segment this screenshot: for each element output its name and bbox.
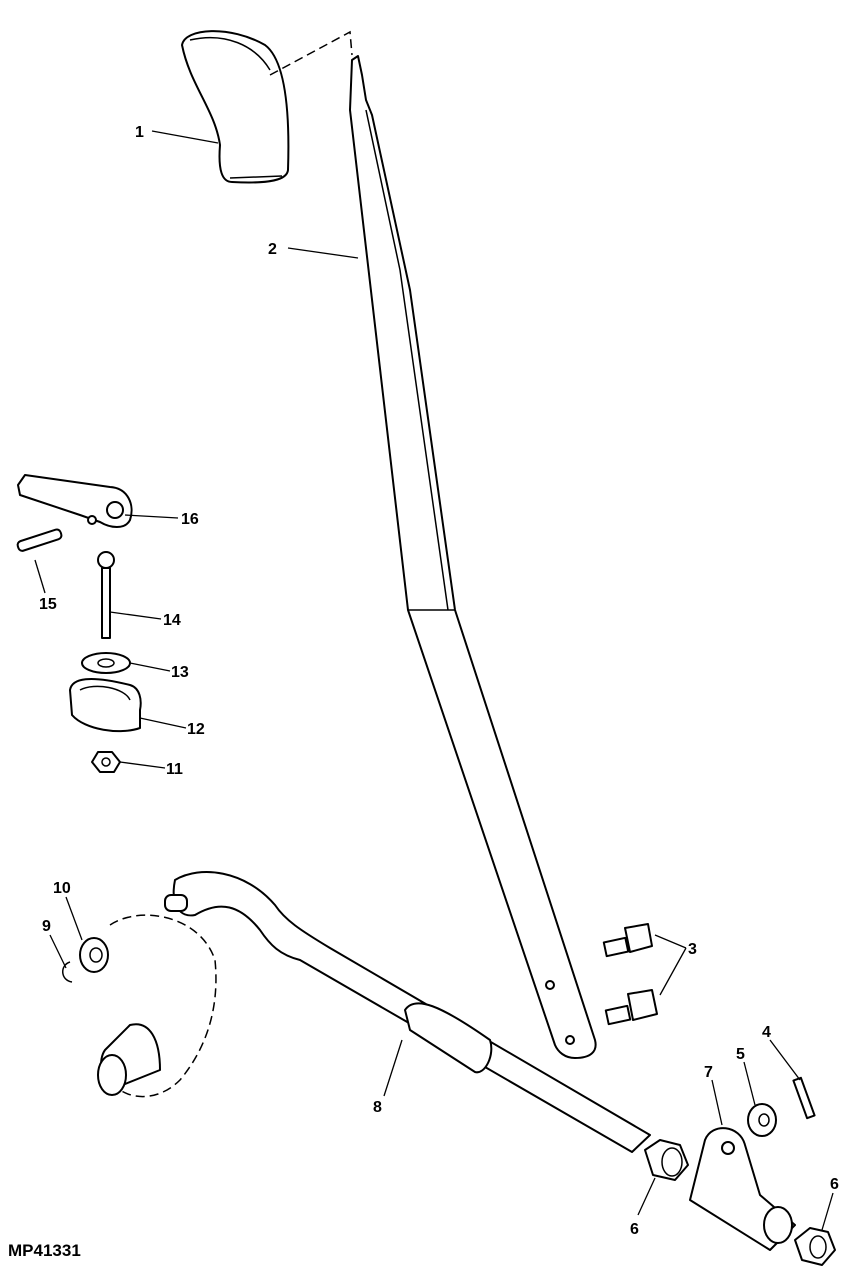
part-1-knob [181, 30, 353, 184]
callout-2: 2 [268, 241, 277, 258]
leader-lines [34, 130, 834, 1231]
callout-11: 11 [166, 761, 183, 778]
parts-upper-left-assembly [16, 474, 142, 773]
callout-8: 8 [373, 1099, 382, 1116]
callout-10: 10 [53, 880, 71, 897]
callout-7: 7 [704, 1064, 713, 1081]
callout-14: 14 [163, 612, 181, 629]
callout-3: 3 [688, 941, 697, 958]
callout-4: 4 [762, 1024, 771, 1041]
callout-1: 1 [135, 124, 144, 141]
callout-6-right: 6 [830, 1176, 839, 1193]
parts-lower-right-assembly [644, 1076, 836, 1266]
callout-15: 15 [39, 596, 57, 613]
part-2-lever [349, 55, 597, 1059]
part-3-bolts [602, 923, 658, 1026]
callout-16: 16 [181, 511, 199, 528]
callout-5: 5 [736, 1046, 745, 1063]
callout-6-left: 6 [630, 1221, 639, 1238]
callout-13: 13 [171, 664, 189, 681]
part-8-rod-assembly [62, 871, 651, 1153]
callout-9: 9 [42, 918, 51, 935]
figure-id: MP41331 [8, 1241, 81, 1260]
callout-12: 12 [187, 721, 205, 738]
